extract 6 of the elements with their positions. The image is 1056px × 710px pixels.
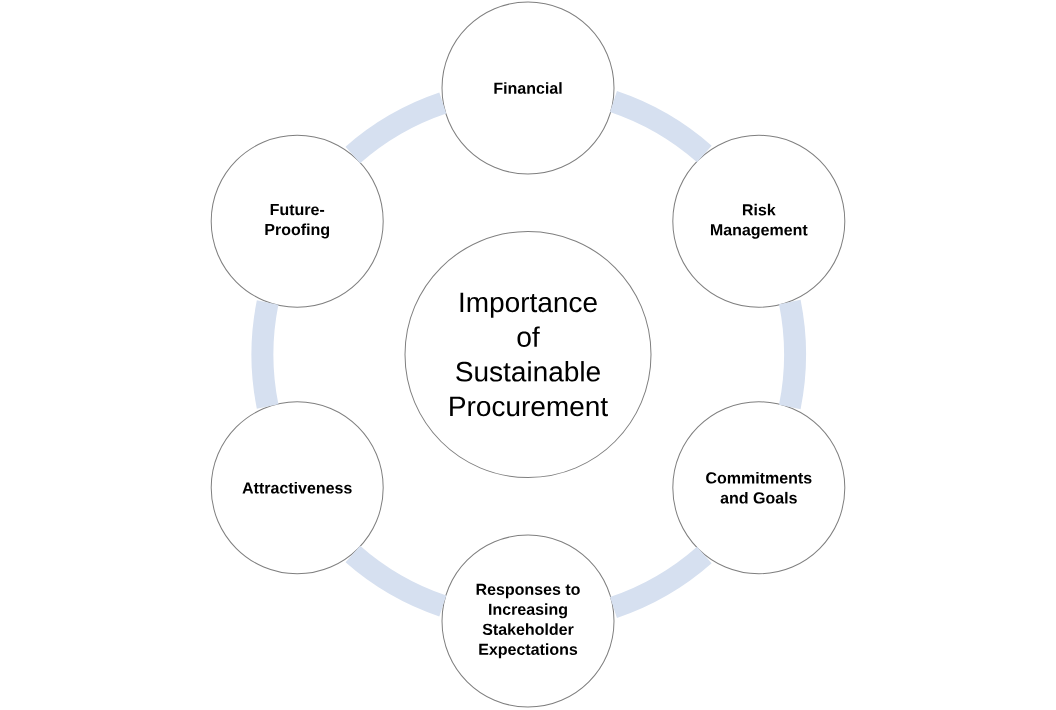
ring-segment: [251, 300, 279, 409]
ring-segment: [609, 91, 712, 163]
ring-segment: [609, 546, 712, 618]
ring-segment: [779, 300, 807, 409]
ring-segment: [345, 92, 447, 164]
ring-segment: [345, 545, 447, 617]
